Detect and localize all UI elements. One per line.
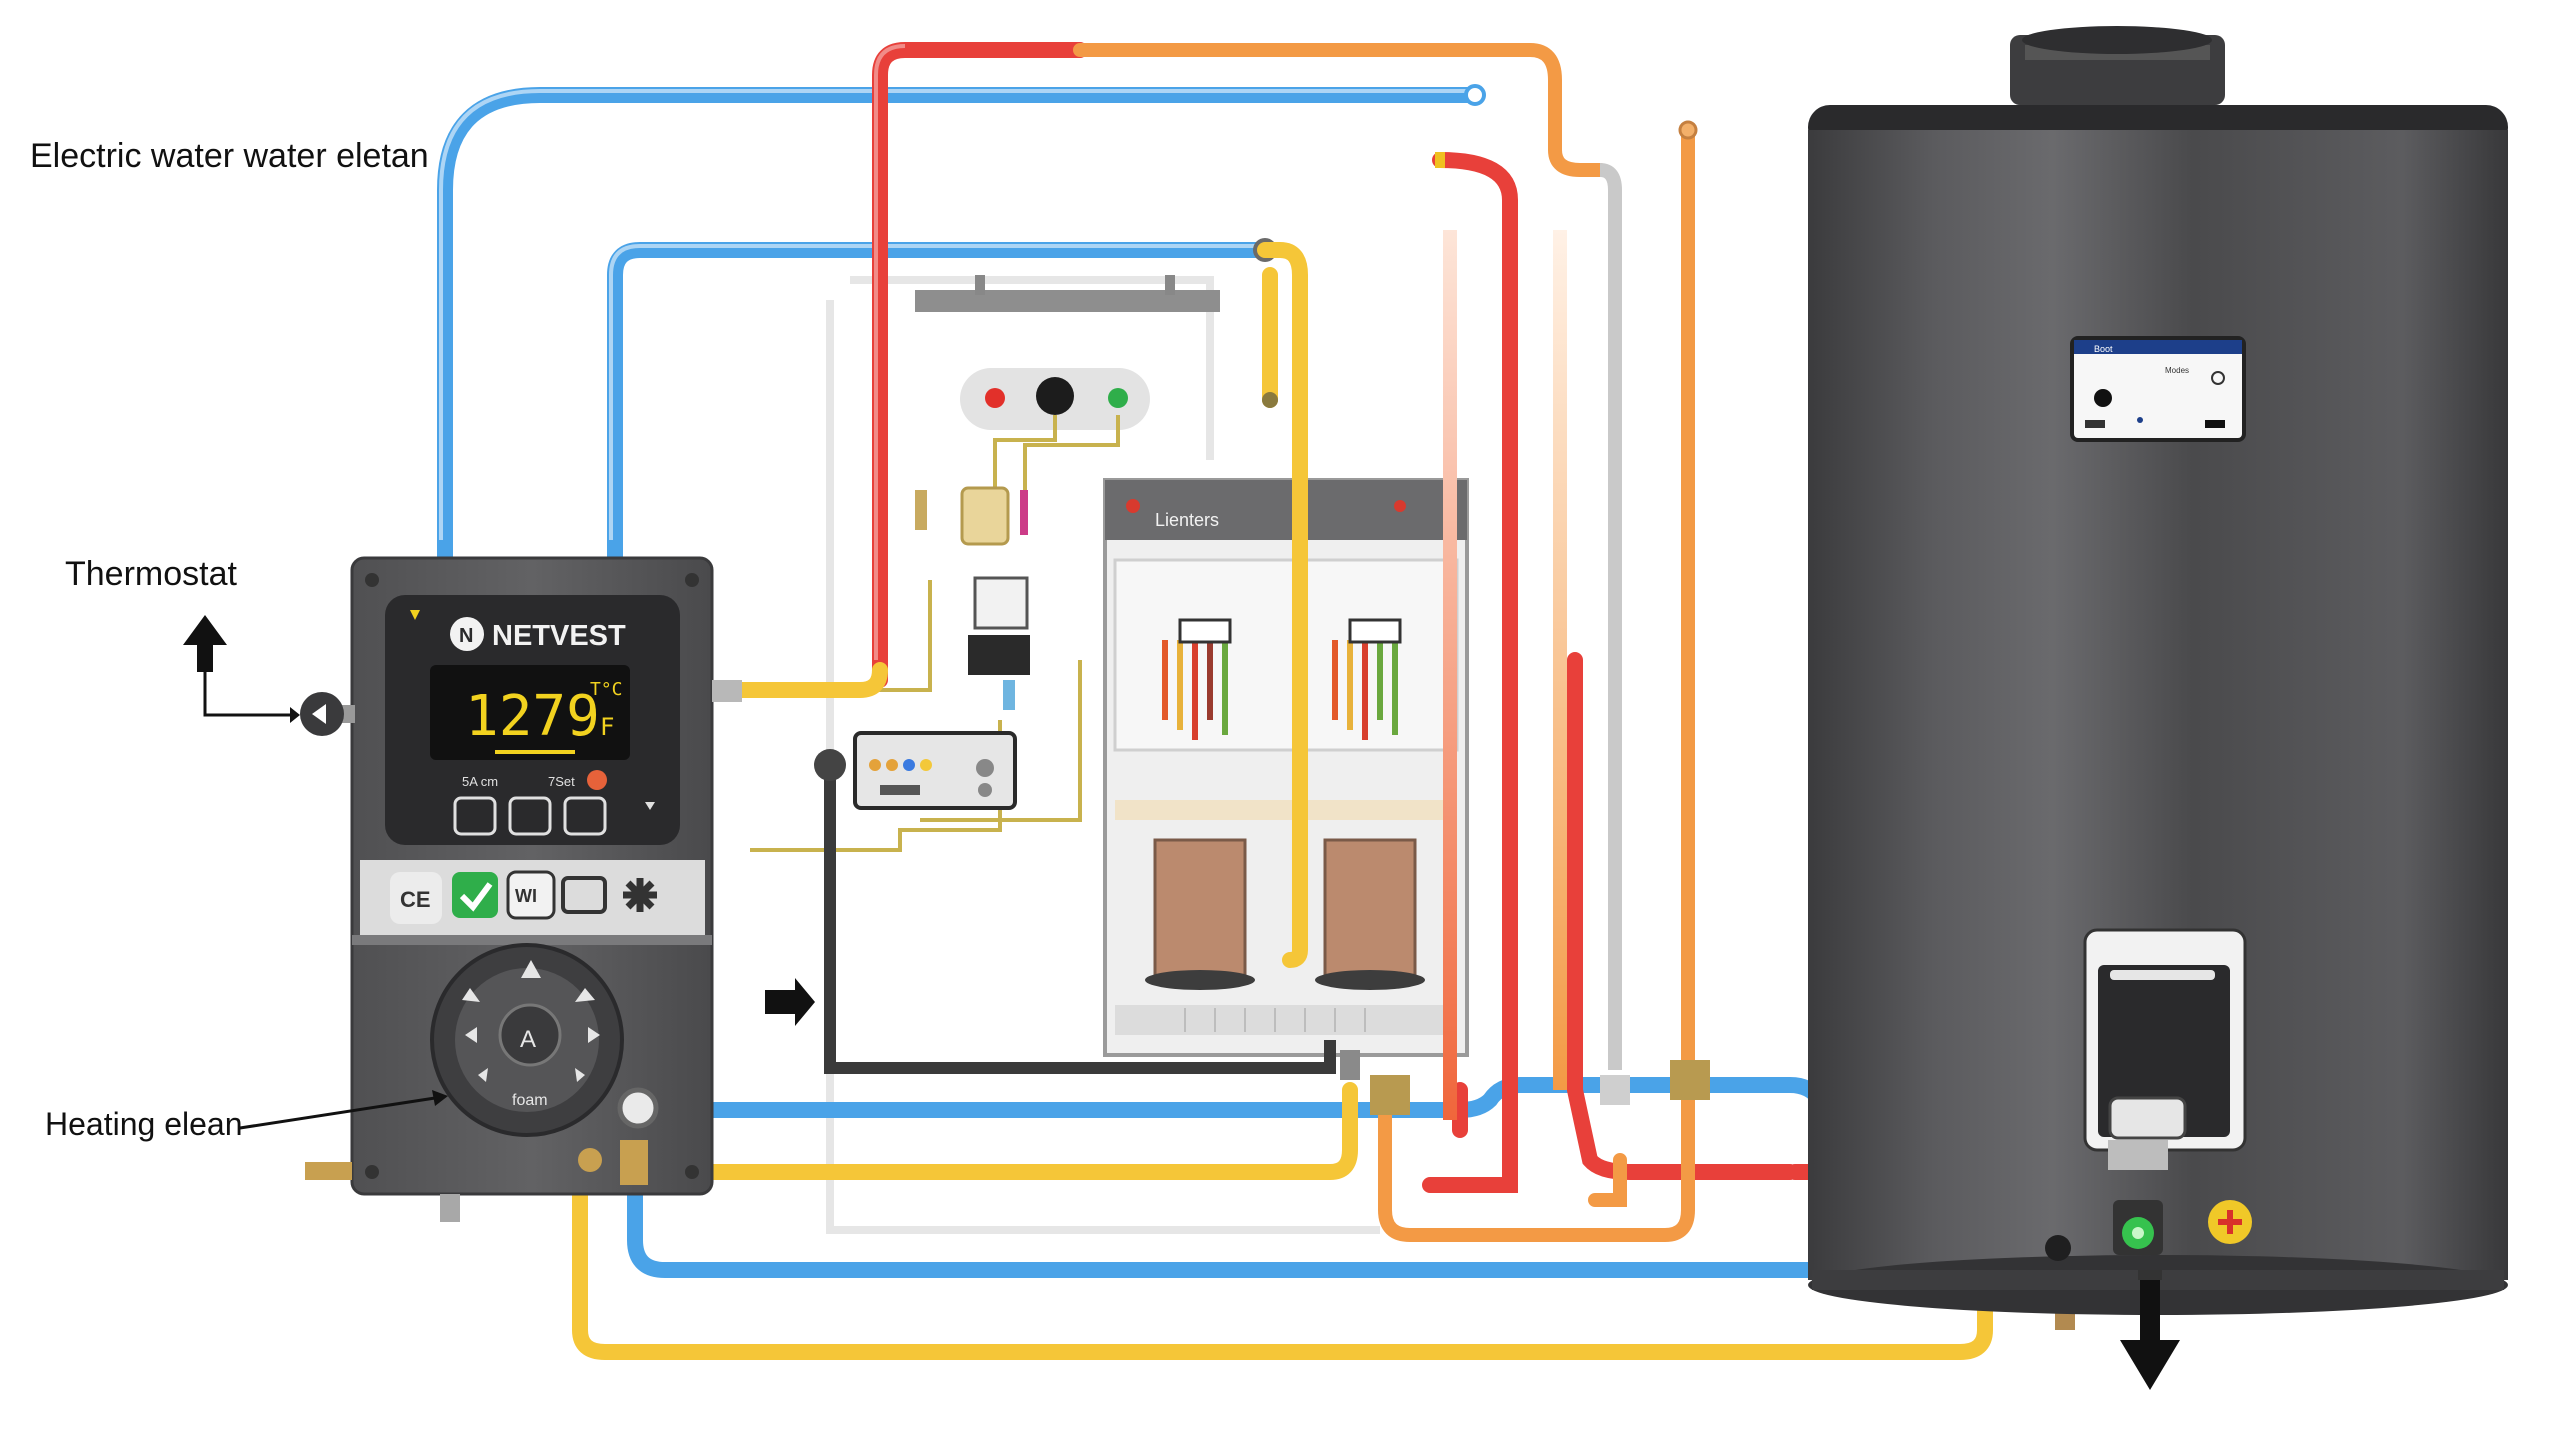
wifi-label: WI xyxy=(515,886,537,906)
lcd-sub-left: 5A cm xyxy=(462,774,498,789)
brand-logo-icon xyxy=(450,617,484,651)
lcd-sub-right: 7Set xyxy=(548,774,575,789)
controller-brand: NETVEST xyxy=(492,620,626,652)
unit-fahrenheit-label: F xyxy=(600,713,614,741)
wifi-icon[interactable] xyxy=(506,870,556,920)
green-indicator-lamp xyxy=(1108,388,1128,408)
coil-block-right xyxy=(1332,618,1402,740)
checkmark-icon[interactable] xyxy=(452,872,498,918)
thermostat-leader-line xyxy=(203,672,290,717)
hot-riser-faded xyxy=(1443,230,1457,1120)
mounting-bracket xyxy=(915,275,1220,312)
diagram-title: Electric water water eletan xyxy=(30,137,429,175)
relay-module xyxy=(915,486,1030,710)
unit-celsius-label: T°C xyxy=(590,679,623,700)
battery-icon[interactable] xyxy=(561,876,607,914)
water-heater-tank: Boot Modes xyxy=(1808,26,2508,1315)
arrow-down-icon xyxy=(2120,1270,2180,1390)
control-board xyxy=(853,731,1017,810)
heating-cabinet: Lienters xyxy=(1103,478,1469,1057)
dial-center-label: A xyxy=(520,1026,536,1053)
lcd-button-middle[interactable] xyxy=(508,796,552,836)
red-indicator-lamp xyxy=(985,388,1005,408)
indicator-lamp-panel xyxy=(960,368,1150,430)
arrow-right-icon xyxy=(765,978,815,1026)
grey-pipe xyxy=(1599,163,1622,1070)
lcd-button-right[interactable] xyxy=(563,796,607,836)
tank-screen-title: Boot xyxy=(2094,344,2113,354)
thermostat-sensor-knob xyxy=(300,692,355,736)
fan-icon[interactable] xyxy=(623,878,657,912)
lcd-button-left[interactable] xyxy=(453,796,497,836)
temperature-readout: 1279 xyxy=(465,684,600,749)
tank-screen-mode: Modes xyxy=(2165,366,2189,375)
warm-water-pipes xyxy=(572,242,1993,1360)
power-cable xyxy=(824,765,1336,1074)
thermostat-label: Thermostat xyxy=(65,555,237,593)
warm-riser-faded xyxy=(1553,230,1567,1090)
dial-caption: foam xyxy=(512,1092,548,1109)
heating-element-label: Heating elean xyxy=(45,1106,242,1142)
heating-element-leader-line xyxy=(239,1096,436,1130)
mounting-frame xyxy=(826,276,1380,1234)
thermostat-controller: N NETVEST 1279 T°C F 5A cm 7Set CE WI A … xyxy=(305,556,742,1222)
ce-mark: CE xyxy=(400,887,431,912)
cabinet-label: Lienters xyxy=(1155,510,1219,530)
tank-display-screen[interactable] xyxy=(2070,336,2246,442)
arrow-up-icon xyxy=(183,615,227,672)
svg-text:N: N xyxy=(459,625,473,647)
black-indicator-lamp xyxy=(1036,377,1074,415)
coil-block-left xyxy=(1162,618,1232,740)
